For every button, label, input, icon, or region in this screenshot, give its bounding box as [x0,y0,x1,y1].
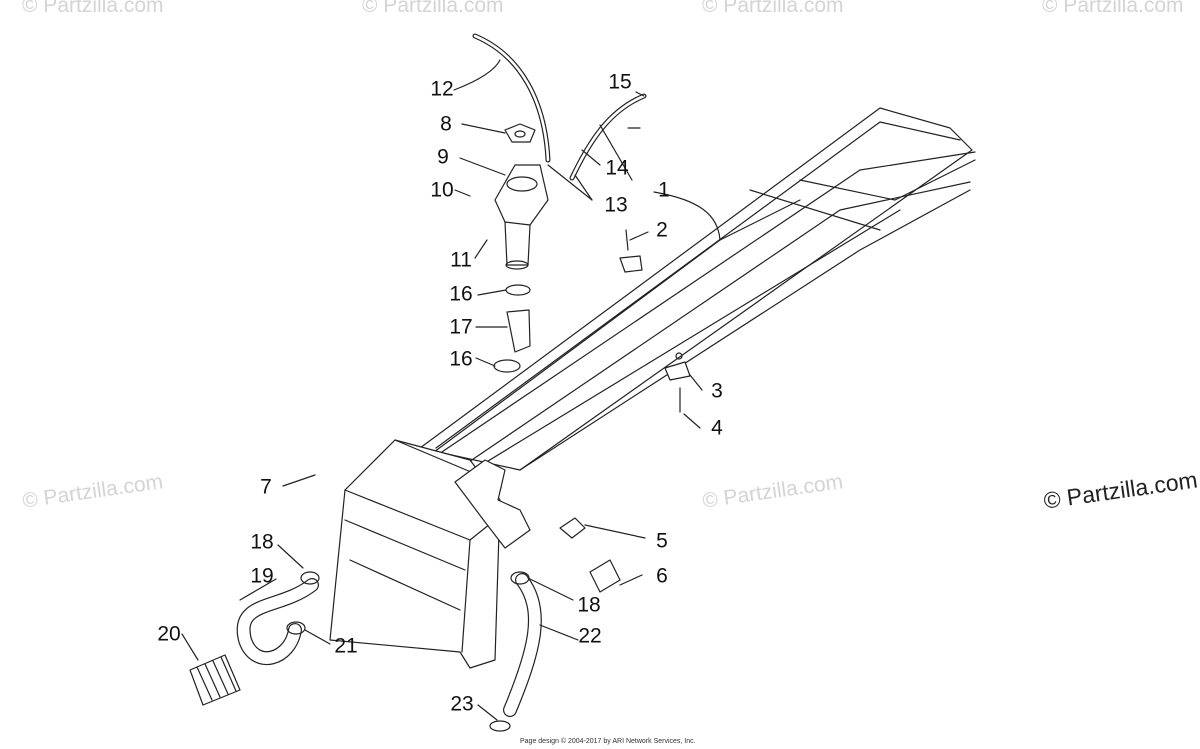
cap-gasket [504,123,536,143]
callout-11[interactable]: 11 [450,248,472,272]
watermark: © Partzilla.com [702,0,844,17]
callout-1[interactable]: 1 [658,178,670,202]
callout-20[interactable]: 20 [157,622,181,646]
callout-5[interactable]: 5 [656,529,668,553]
callout-13[interactable]: 13 [604,193,628,217]
callout-16b[interactable]: 16 [449,347,473,371]
callout-17[interactable]: 17 [449,315,473,339]
callout-4[interactable]: 4 [711,416,723,440]
callout-12[interactable]: 12 [430,77,454,101]
callout-14[interactable]: 14 [605,156,629,180]
page-footer: Page design © 2004-2017 by ARI Network S… [520,738,696,745]
callout-16a[interactable]: 16 [449,282,473,306]
callout-8[interactable]: 8 [440,112,452,136]
callout-18b[interactable]: 18 [577,593,601,617]
callout-23[interactable]: 23 [450,692,474,716]
callout-3[interactable]: 3 [711,379,723,403]
callout-7[interactable]: 7 [260,475,272,499]
callout-6[interactable]: 6 [656,564,668,588]
heat-exchanger-panel [419,107,976,473]
bellows-20 [189,654,241,706]
callout-21[interactable]: 21 [334,634,358,658]
watermark: © Partzilla.com [362,0,504,17]
watermark: © Partzilla.com [22,0,164,17]
callout-9[interactable]: 9 [437,145,449,169]
callout-19[interactable]: 19 [250,564,274,588]
callout-18a[interactable]: 18 [250,530,274,554]
callout-22[interactable]: 22 [578,624,602,648]
radiator-box [329,439,501,669]
callout-15[interactable]: 15 [608,70,632,94]
callout-2[interactable]: 2 [656,218,668,242]
watermark: © Partzilla.com [1042,0,1184,17]
callout-10[interactable]: 10 [430,178,454,202]
filler-neck [494,164,549,270]
